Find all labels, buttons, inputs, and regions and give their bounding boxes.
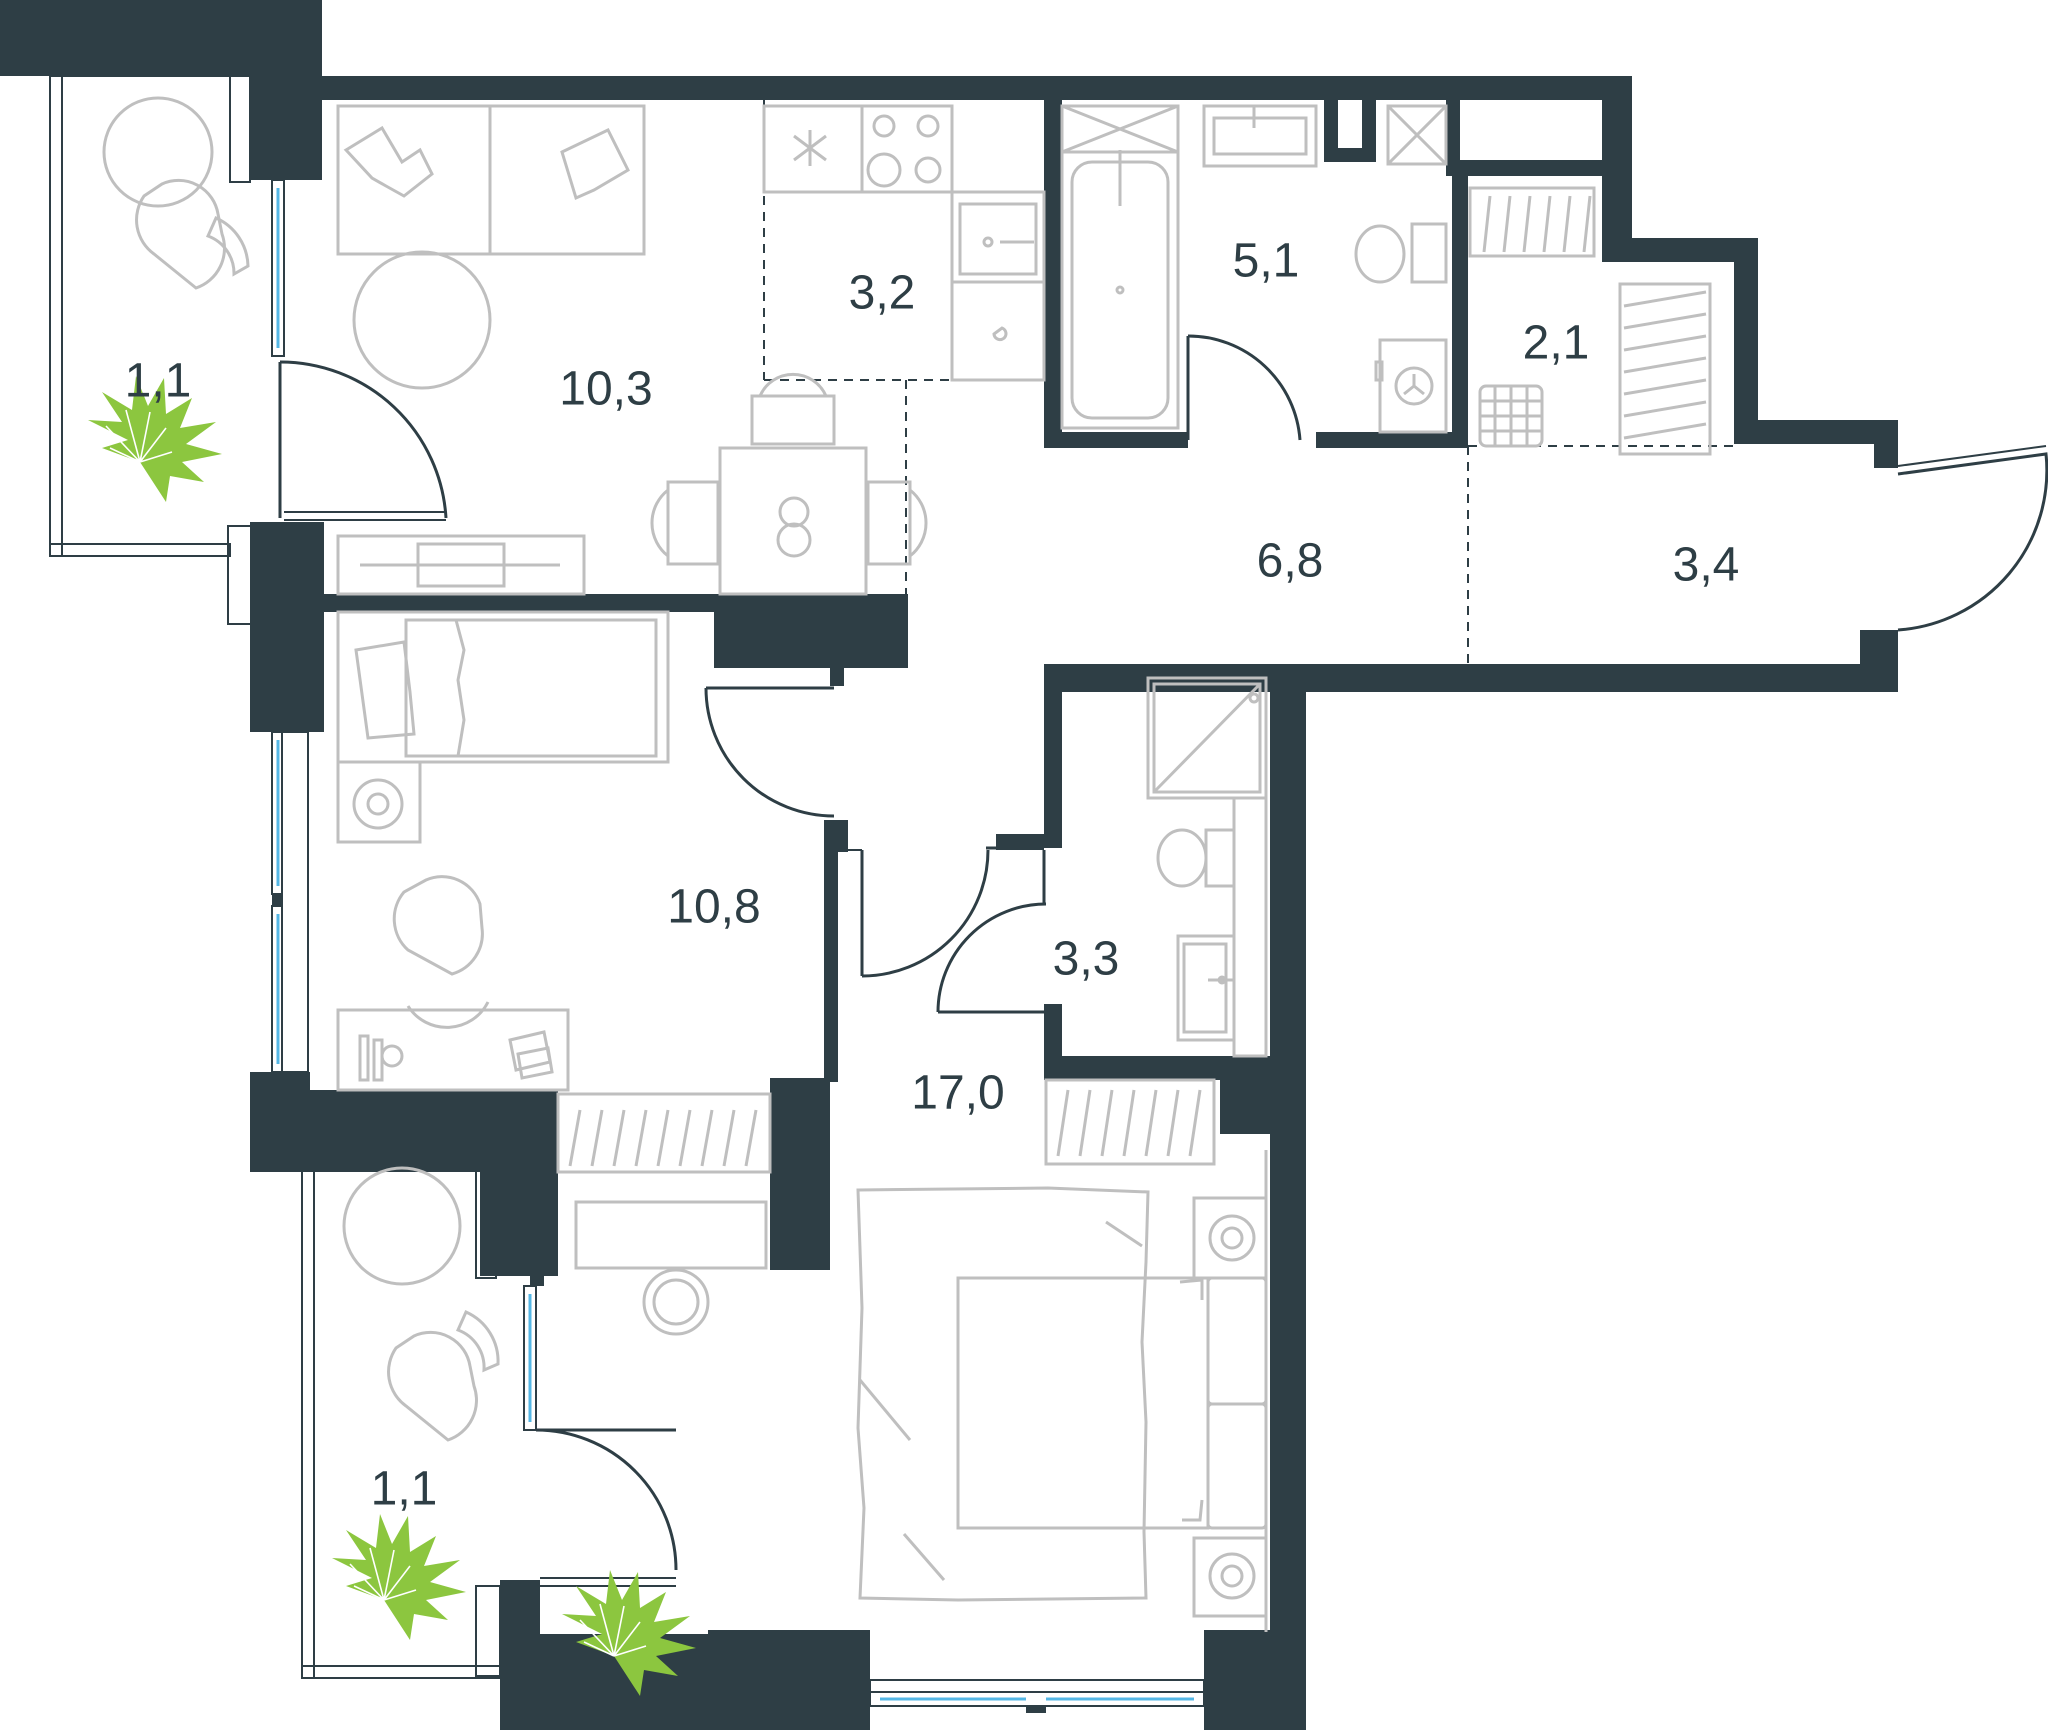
area-label-living-room: 10,3 [559,363,652,416]
balcony-top-furniture [102,96,250,290]
zone-dividers [763,100,1734,664]
doors [278,334,2048,1587]
area-label-balcony-top: 1,1 [125,355,192,408]
plant-icon [332,1514,466,1640]
bedroom-large-furniture [574,1078,1268,1632]
plant-icon [562,1570,696,1696]
bathroom-furniture [1060,104,1448,434]
area-labels: 1,1 10,3 3,2 5,1 2,1 6,8 3,4 10,8 3,3 17… [125,235,1740,1516]
balcony-top-outline [49,75,253,625]
area-label-shower-room: 3,3 [1053,933,1120,986]
area-label-entrance: 3,4 [1673,539,1740,592]
walls [0,0,1898,1730]
area-label-bathroom: 5,1 [1233,235,1300,288]
storage-furniture [1468,186,1712,456]
bedroom-small-furniture [336,610,772,1174]
area-label-balcony-bottom: 1,1 [371,1463,438,1516]
windows [271,179,1205,1707]
area-label-hallway: 6,8 [1257,535,1324,588]
balcony-bottom-furniture [342,1166,500,1442]
plant-icon [88,376,222,502]
shower-room-furniture [1146,676,1268,1058]
area-label-storage: 2,1 [1523,317,1590,370]
area-label-bedroom-large: 17,0 [911,1067,1004,1120]
kitchen-furniture [762,104,1046,382]
area-label-bedroom-small: 10,8 [667,881,760,934]
living-room-furniture [336,104,928,596]
area-label-kitchen: 3,2 [849,267,916,320]
